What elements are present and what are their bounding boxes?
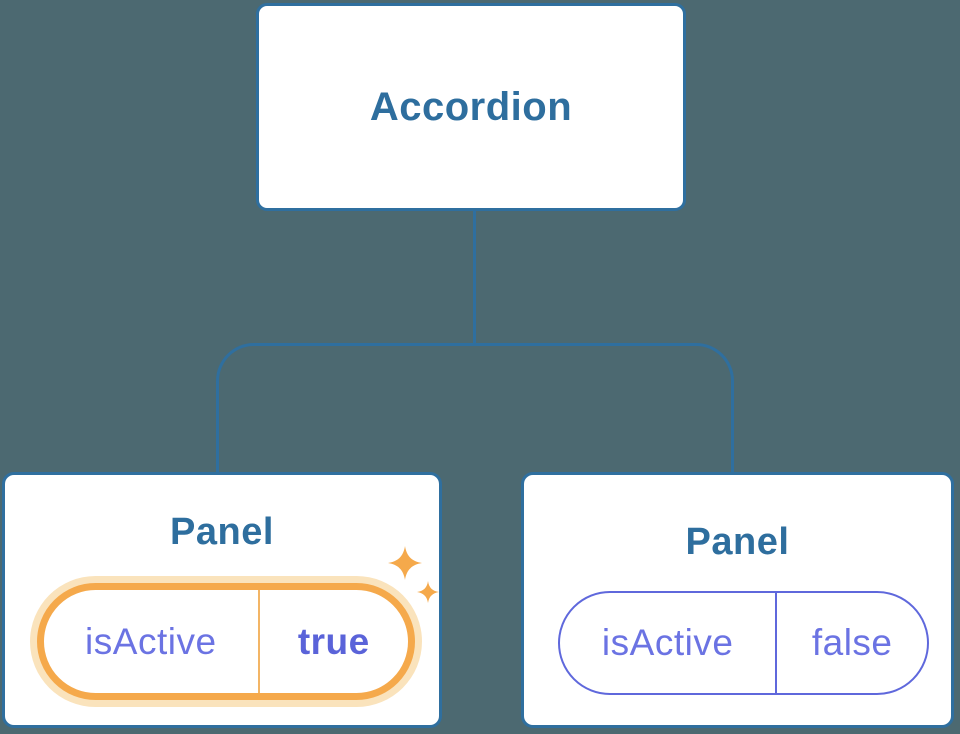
state-pill-active: isActive true: [37, 583, 415, 700]
state-pill-inactive: isActive false: [558, 591, 929, 695]
state-prop-value: true: [297, 620, 370, 662]
panel-label: Panel: [170, 511, 274, 553]
pill-divider: [257, 590, 260, 693]
panel-node-active: Panel isActive true: [2, 472, 442, 728]
tree-connector-branch: [216, 343, 734, 473]
accordion-node-label: Accordion: [369, 84, 573, 129]
tree-connector-stem: [473, 210, 476, 345]
accordion-node: Accordion: [256, 3, 686, 211]
panel-node-inactive: Panel isActive false: [521, 472, 954, 728]
sparkle-icon: [388, 544, 440, 606]
pill-divider: [775, 593, 778, 693]
state-prop-name: isActive: [85, 620, 217, 662]
state-prop-name: isActive: [601, 622, 734, 663]
state-prop-value: false: [811, 622, 893, 663]
panel-label: Panel: [685, 521, 790, 563]
